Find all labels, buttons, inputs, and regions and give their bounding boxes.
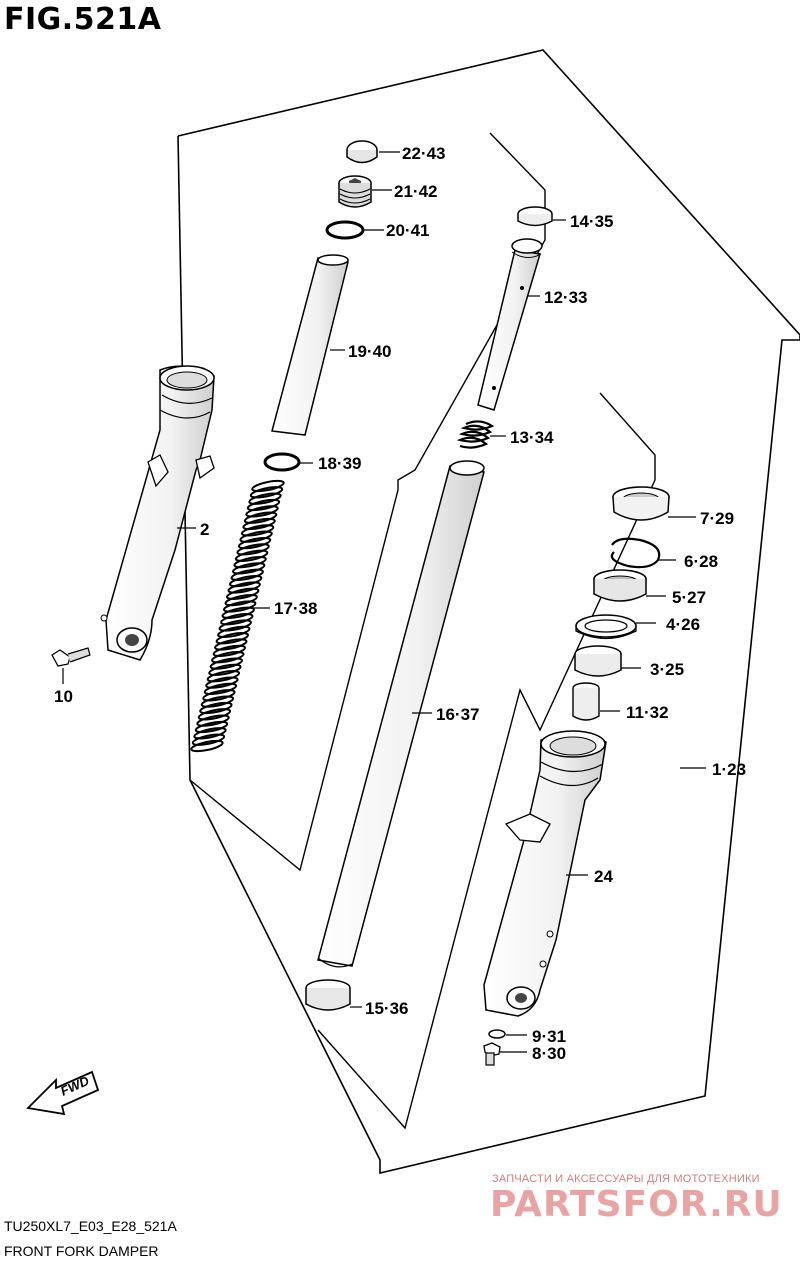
spring-coil [234,549,269,562]
outer-tube-right [483,730,607,1017]
spring-coil [217,625,251,639]
callout-21-42: 21·42 [394,182,437,201]
spring-coil [223,600,257,613]
spring-coil [249,486,284,499]
inner-boundary-left [189,132,546,872]
oil-seal [593,569,647,602]
spring-coil [229,574,263,588]
gasket-9 [488,1029,506,1039]
slide-bushing [574,645,622,677]
inner-boundary-right [317,392,656,1130]
spring-coil [240,524,275,537]
callout-5-27: 5·27 [672,588,706,607]
fork-spring [190,479,285,753]
footer-diagram-name: FRONT FORK DAMPER [4,1243,159,1259]
callout-1-23: 1·23 [712,760,746,779]
spring-coil [218,619,252,632]
callout-24: 24 [594,867,613,886]
rebound-spring [456,420,495,449]
spring-coil [215,632,249,645]
spring-coil [233,555,267,569]
spring-coil [214,638,248,651]
spring-coil [237,536,272,550]
callout-12-33: 12·33 [544,288,587,307]
callout-10: 10 [54,687,73,706]
spring-coil [221,606,255,619]
fork-cap-bolt [338,175,372,208]
outer-tube-left [100,365,215,661]
footer-model-code: TU250XL7_E03_E28_521A [4,1218,177,1234]
callout-7-29: 7·29 [700,509,734,528]
callout-18-39: 18·39 [318,454,361,473]
spring-coil [212,644,246,658]
callout-17-38: 17·38 [274,599,317,618]
callout-19-40: 19·40 [348,342,391,361]
spring-seat-washer [263,452,301,472]
callout-9-31: 9·31 [532,1027,566,1046]
spring-coil [224,593,258,607]
callout-16-37: 16·37 [436,705,479,724]
spring-coil [239,530,273,543]
spring-coil [226,587,260,600]
watermark-brand: PARTSFOR.RU [490,1184,783,1225]
spring-coil [206,670,241,683]
spring-coil [200,695,235,708]
piston-ring-14 [517,206,553,227]
callout-15-36: 15·36 [365,999,408,1018]
spring-coil [209,657,243,670]
callout-2: 2 [200,520,209,539]
spring-coil [191,733,226,746]
spring-coil [196,714,230,727]
callout-20-41: 20·41 [386,221,429,240]
callout-13-34: 13·34 [510,428,554,447]
spring-coil [203,682,238,696]
spring-coil [197,708,232,721]
spring-coil [232,562,266,575]
figure-title: FIG.521A [4,2,162,37]
spring-coil [236,543,270,556]
spring-coil [227,581,261,594]
assembly-boundary [177,49,800,1175]
guide-bushing [305,979,351,1011]
spring-coil [243,511,278,524]
damper-rod [477,238,543,411]
spring-coil [251,479,285,493]
spring-coil [199,701,233,715]
spring-coil [245,505,279,518]
spring-coil [220,613,254,626]
callout-3-25: 3·25 [650,660,684,679]
callout-4-26: 4·26 [666,615,700,634]
callout-22-43: 22·43 [402,144,445,163]
spring-coil [211,651,245,664]
spring-coil [242,517,276,531]
spring-coil [190,739,224,753]
seal-washer [575,614,637,640]
drain-bolt-10 [51,647,91,667]
spring-coil [246,498,281,512]
spring-coil [248,492,282,505]
spring-coil [194,720,229,734]
spacer-tube [271,254,349,436]
callout-14-35: 14·35 [570,212,613,231]
forward-arrow: FWD [26,1070,100,1116]
cap-bolt-cover [346,140,378,164]
spring-coil [208,663,242,677]
spring-coil [205,676,239,689]
spring-coil [230,568,264,581]
spring-coil [193,727,227,740]
watermark-tagline: ЗАПЧАСТИ И АКСЕССУАРЫ ДЛЯ МОТОТЕХНИКИ [492,1173,760,1185]
spring-coil [202,689,236,702]
damper-bolt-8 [483,1042,501,1066]
dust-seal [612,486,670,521]
callout-11-32: 11·32 [626,703,669,722]
snap-ring [610,537,661,569]
o-ring-20 [325,220,365,240]
oil-lock-piece [572,682,600,721]
inner-tube [317,460,485,968]
callout-8-30: 8·30 [532,1044,566,1063]
callout-6-28: 6·28 [684,552,718,571]
